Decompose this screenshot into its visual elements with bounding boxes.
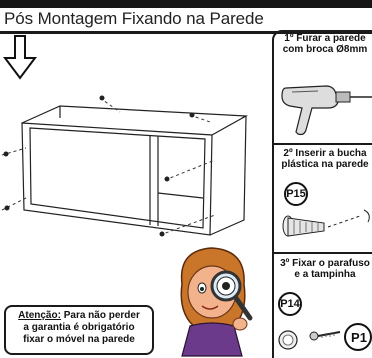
notice-line-2: a garantia é obrigatório <box>23 322 135 333</box>
part-p15-label: P15 <box>286 188 306 200</box>
cap-and-screw-icon <box>278 330 341 350</box>
step-1-title-line2: com broca Ø8mm <box>282 44 368 55</box>
down-arrow-icon <box>3 35 37 80</box>
step-divider-2 <box>272 252 372 254</box>
wall-plug-icon <box>282 209 370 237</box>
step-1: 1º Furar a parede com broca Ø8mm <box>272 33 372 55</box>
step-1-title-line1: 1º Furar a parede <box>284 33 366 44</box>
notice-line-1: Atenção: Para não perder <box>10 310 148 322</box>
title-divider <box>0 31 372 34</box>
step-3-title-line1: 3º Fixar o parafuso <box>280 258 370 269</box>
drill-icon <box>281 85 372 136</box>
cabinet-diagram <box>1 95 249 237</box>
page-title: Pós Montagem Fixando na Parede <box>4 9 264 28</box>
step-3: 3º Fixar o parafuso e a tampinha <box>272 258 372 280</box>
step-2-title-line2: plástica na parede <box>281 159 369 170</box>
step-3-title-line2: e a tampinha <box>294 269 356 280</box>
steps-panel <box>272 30 372 358</box>
part-p1-badge <box>344 323 372 351</box>
step-2-title-line1: 2º Inserir a bucha <box>283 148 367 159</box>
warranty-notice: Atenção: Para não perder a garantia é ob… <box>4 305 154 355</box>
notice-line-3: fixar o móvel na parede <box>23 334 135 345</box>
notice-highlight: Atenção: <box>18 310 61 321</box>
step-divider-1 <box>272 143 372 145</box>
part-p14-badge <box>278 292 302 316</box>
part-p14-label: P14 <box>280 298 300 310</box>
part-p15-badge <box>284 182 308 206</box>
notice-line-1-text: Para não perder <box>60 310 140 321</box>
part-p1-label: P1 <box>351 330 367 345</box>
top-bar <box>0 0 372 8</box>
step-2: 2º Inserir a bucha plástica na parede <box>272 148 372 170</box>
magnifier-mascot-icon <box>180 247 253 357</box>
